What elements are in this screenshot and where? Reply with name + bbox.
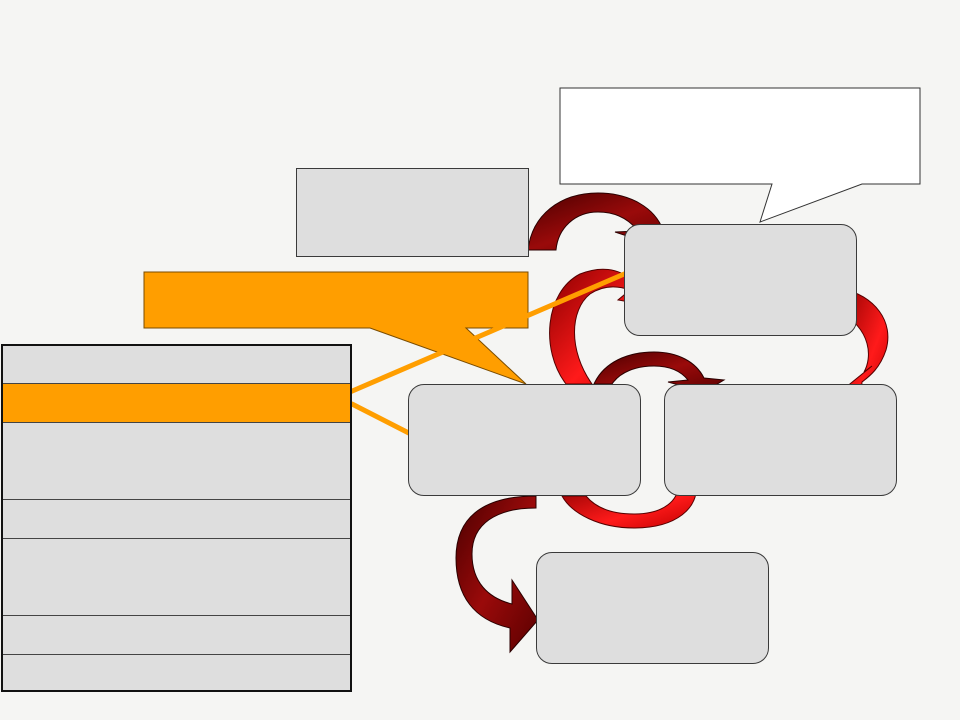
top-speech-callout [559,87,921,223]
connector-line-upper [347,253,669,395]
table-row-highlighted [3,384,350,423]
node-center [408,384,641,496]
orange-callout-text [146,274,526,326]
table-row [3,655,350,690]
table-row [3,346,350,384]
node-right [664,384,897,496]
node-bottom [536,552,769,664]
node-top-right [624,224,857,336]
arrow-right-to-center-node [561,481,697,529]
table-row [3,423,350,500]
left-table [1,344,352,692]
table-row [3,616,350,655]
gray-label-box [296,168,529,257]
table-row [3,539,350,616]
table-row [3,500,350,539]
top-callout-text [562,90,918,182]
arrow-center-to-bottom-node [455,495,539,654]
orange-speech-callout [143,271,529,385]
